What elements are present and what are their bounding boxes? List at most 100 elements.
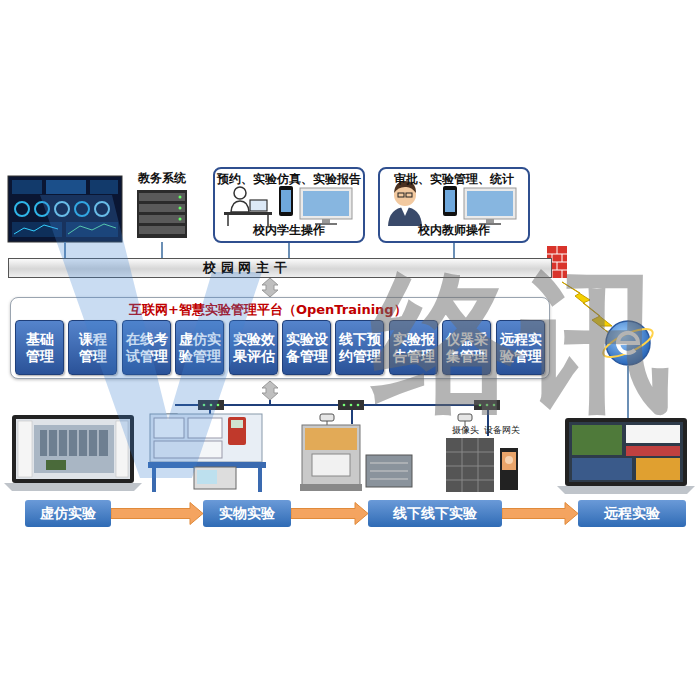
laptop-remote [557, 486, 695, 494]
lab-bench [197, 470, 217, 484]
dashboard-screen [14, 225, 58, 234]
firewall-icon [557, 246, 558, 254]
server-icon [137, 190, 187, 238]
dashboard-screen [8, 176, 122, 242]
dashboard-screen [15, 202, 29, 216]
lab-lockers [500, 448, 518, 490]
teacher-illustration [464, 188, 516, 219]
server-icon [139, 226, 185, 234]
connector-line [453, 243, 455, 258]
node-text: 课程管理 [78, 331, 108, 364]
student-illustration [250, 200, 267, 211]
teacher-illustration [388, 181, 516, 226]
laptop-remote [565, 418, 687, 486]
server-icon [139, 193, 185, 201]
laptop-virtual [48, 430, 49, 456]
device-bus [493, 404, 496, 407]
user-group-box: 审批、实验管理、统计校内教师操作 [378, 167, 530, 243]
block-arrow [502, 503, 578, 525]
firewall-icon [557, 262, 558, 270]
module-box: 基础管理 [15, 320, 64, 375]
dashboard-screen [46, 180, 86, 194]
firewall-icon [562, 270, 563, 278]
dashboard-screen [68, 224, 116, 234]
laptop-remote [572, 458, 632, 480]
server-icon [179, 218, 182, 221]
lab-bench [228, 417, 246, 445]
node-text: 互联网+智慧实验管理平台（OpenTraining） [129, 301, 407, 319]
device-bus [350, 404, 353, 407]
device-bus [338, 400, 364, 410]
device-bus [269, 400, 271, 405]
server-icon [139, 215, 185, 223]
node-text: 教务系统 [138, 170, 186, 187]
watermark-logo [40, 195, 262, 478]
lab-bench [154, 418, 184, 438]
training-machine [300, 484, 362, 491]
lab-lockers [446, 438, 494, 492]
internet-globe [600, 323, 657, 362]
node-text: 线下预约管理 [337, 331, 383, 364]
student-illustration [281, 190, 291, 212]
student-illustration [279, 186, 293, 216]
laptop-remote [626, 425, 680, 443]
node-text: 实验效果评估 [231, 331, 277, 364]
student-illustration [224, 212, 272, 215]
device-bus [343, 404, 346, 407]
laptop-remote [636, 458, 680, 480]
dashboard-screen [75, 202, 89, 216]
training-machine [312, 454, 350, 476]
block-arrow [291, 503, 368, 525]
module-box: 线下预约管理 [335, 320, 384, 375]
student-illustration [322, 219, 330, 223]
dashboard-screen [95, 202, 109, 216]
node-subtitle: 校内学生操作 [253, 222, 325, 239]
node-text: 虚仿实验管理 [177, 331, 223, 364]
dashboard-screen [64, 242, 66, 258]
laptop-virtual [46, 460, 66, 470]
node-text: 虚仿实验 [40, 505, 96, 523]
laptop-virtual [88, 430, 89, 456]
device-bus [203, 404, 206, 407]
dashboard-screen [66, 222, 118, 237]
lab-lockers [462, 438, 463, 492]
device-bus [474, 400, 500, 410]
lab-bench [194, 467, 236, 489]
device-bus [210, 404, 213, 407]
dashboard-screen [90, 180, 118, 194]
module-box: 课程管理 [68, 320, 117, 375]
teacher-illustration [486, 219, 494, 223]
training-machine [370, 471, 408, 472]
module-box: 虚仿实验管理 [175, 320, 224, 375]
stage-box: 虚仿实验 [25, 500, 111, 527]
node-text: 校 园 网 主 干 [203, 259, 286, 277]
dashboard-screen [12, 180, 42, 194]
node-text: 远程实验管理 [498, 331, 544, 364]
module-box: 仪器采集管理 [442, 320, 491, 375]
dashboard-screen [12, 222, 62, 237]
node-text: 预约、实验仿真、实验报告 [217, 171, 361, 188]
lab-bench [188, 418, 222, 438]
internet-globe [606, 321, 650, 365]
laptop-virtual [34, 425, 114, 473]
node-text: 线下线下实验 [393, 505, 477, 523]
device-bus [217, 404, 220, 407]
device-bus [357, 404, 360, 407]
server-icon [139, 204, 185, 212]
lab-lockers [446, 438, 518, 492]
module-box: 远程实验管理 [496, 320, 545, 375]
internet-globe [600, 321, 657, 418]
module-box: 实验效果评估 [229, 320, 278, 375]
platform-link-arrow [262, 381, 278, 400]
training-machine [300, 425, 412, 491]
internet-globe [627, 365, 629, 418]
lab-lockers [446, 480, 494, 481]
node-text: 基础管理 [25, 331, 55, 364]
laptop-remote [572, 425, 622, 455]
module-box: 实验报告管理 [389, 320, 438, 375]
lab-bench [150, 414, 262, 462]
teacher-illustration [445, 190, 455, 212]
laptop-virtual [4, 483, 142, 491]
laptop-remote [557, 418, 695, 494]
